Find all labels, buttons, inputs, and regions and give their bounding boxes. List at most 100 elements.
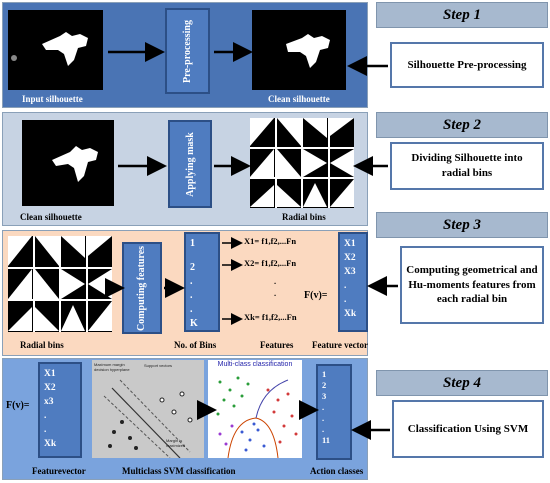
bin-item: .	[190, 276, 193, 287]
radial-bins-label: Radial bins	[282, 212, 326, 222]
feature-item: Xk= f1,f2,...Fn	[244, 312, 297, 322]
clean-silhouette-label: Clean silhouette	[268, 94, 330, 104]
radial-bin	[276, 148, 301, 178]
vector-item: X2	[44, 383, 56, 393]
features-label: Features	[260, 340, 294, 350]
bin-list-box: 1 2 . . . K	[184, 232, 220, 332]
radial-bin	[87, 236, 112, 267]
radial-bin	[250, 148, 275, 178]
feature-vector-box-2: X1 X2 x3 . . Xk	[38, 362, 82, 458]
class-item: 11	[322, 435, 331, 445]
bin-list-label: No. of Bins	[174, 340, 217, 350]
radial-bin	[250, 118, 275, 147]
hand-silhouette-icon	[52, 146, 98, 182]
feature-vector-box: X1 X2 X3 . . Xk	[338, 232, 368, 332]
feature-vector-label: Feature vector	[312, 340, 369, 350]
clean-silhouette-label-2: Clean silhouette	[20, 212, 82, 222]
svm-plot-graphic	[103, 379, 193, 458]
svm-label-margin: Margin is maximized	[166, 438, 186, 448]
feature-item: .	[274, 288, 277, 298]
step-1-title: Step 1	[376, 2, 548, 28]
feature-item: X2= f1,f2,...Fn	[244, 258, 297, 268]
step-2-title: Step 2	[376, 112, 548, 138]
radial-bin	[61, 301, 86, 332]
radial-bins-grid-2	[8, 236, 112, 332]
computing-features-label: Computing features	[136, 245, 148, 331]
bin-item: 1	[190, 238, 195, 249]
hand-silhouette-icon	[286, 34, 330, 68]
vector-item: X1	[344, 239, 356, 249]
svm-label-hyperplane: Maximum margin decision hyperplane	[94, 362, 130, 372]
radial-bins-grid	[250, 118, 354, 208]
vector-item: .	[344, 295, 347, 305]
radial-bin	[250, 179, 275, 208]
radial-bin	[303, 118, 328, 147]
radial-bin	[329, 148, 354, 178]
vector-item: X1	[44, 369, 56, 379]
feature-vector-label-2: Featurevector	[32, 466, 86, 476]
multiclass-title: Multi-class classification	[217, 361, 293, 368]
radial-bin	[34, 236, 59, 267]
vector-item: .	[44, 425, 47, 435]
vector-item: X3	[344, 267, 356, 277]
step-2-description: Dividing Silhouette into radial bins	[390, 142, 544, 190]
vector-item: X2	[344, 253, 356, 263]
radial-bin	[303, 148, 328, 178]
feature-item: .	[274, 276, 277, 286]
action-classes-label: Action classes	[310, 466, 364, 476]
class-item: .	[322, 424, 325, 434]
radial-bin	[276, 118, 301, 147]
step-4-description: Classification Using SVM	[392, 400, 544, 458]
vector-item: .	[344, 281, 347, 291]
radial-bin	[87, 301, 112, 332]
class-item: .	[322, 413, 325, 423]
class-item: 2	[322, 380, 327, 390]
step-1-description: Silhouette Pre-processing	[390, 42, 544, 88]
radial-bins-label-2: Radial bins	[20, 340, 64, 350]
radial-bin	[34, 301, 59, 332]
vector-item: x3	[44, 397, 54, 407]
clean-silhouette-image	[252, 10, 346, 90]
preprocessing-box: Pre-processing	[165, 8, 210, 94]
action-classes-box: 1 2 3 . . . 11	[316, 364, 352, 460]
step-4-title: Step 4	[376, 370, 548, 396]
class-item: 3	[322, 391, 327, 401]
radial-bin	[61, 236, 86, 267]
clean-silhouette-image-2	[22, 120, 114, 206]
svm-plot: Maximum margin decision hyperplane Suppo…	[92, 360, 204, 458]
preprocessing-label: Pre-processing	[182, 19, 193, 83]
radial-bin	[276, 179, 301, 208]
radial-bin	[8, 268, 33, 300]
fv-symbol-2: F(v)=	[6, 400, 30, 411]
radial-bin	[329, 118, 354, 147]
hand-silhouette-icon	[11, 32, 88, 66]
radial-bin	[329, 179, 354, 208]
bin-item: .	[190, 290, 193, 301]
radial-bin	[303, 179, 328, 208]
radial-bin	[8, 236, 33, 267]
bin-item: .	[190, 304, 193, 315]
svm-label-support-vectors: Support vectors	[144, 363, 173, 368]
step-3-description: Computing geometrical and Hu-moments fea…	[400, 246, 544, 324]
class-item: .	[322, 402, 325, 412]
multiclass-scatter	[216, 376, 298, 458]
class-item: 1	[322, 369, 327, 379]
bin-item: K	[190, 318, 198, 329]
bin-item: 2	[190, 262, 195, 273]
applying-mask-box: Applying mask	[168, 120, 212, 208]
fv-symbol: F(v)=	[304, 290, 328, 301]
vector-item: Xk	[344, 309, 357, 319]
feature-item: X1= f1,f2,...Fn	[244, 236, 297, 246]
multiclass-plot: Multi-class classification	[208, 360, 302, 458]
radial-bin	[87, 268, 112, 300]
vector-item: Xk	[44, 439, 57, 449]
step-3-title: Step 3	[376, 212, 548, 238]
vector-item: .	[44, 411, 47, 421]
applying-mask-label: Applying mask	[184, 131, 196, 197]
input-silhouette-image	[8, 10, 103, 90]
svm-classification-label: Multiclass SVM classification	[122, 466, 236, 476]
computing-features-box: Computing features	[122, 242, 162, 334]
input-silhouette-label: Input silhouette	[22, 94, 83, 104]
radial-bin	[61, 268, 86, 300]
radial-bin	[8, 301, 33, 332]
